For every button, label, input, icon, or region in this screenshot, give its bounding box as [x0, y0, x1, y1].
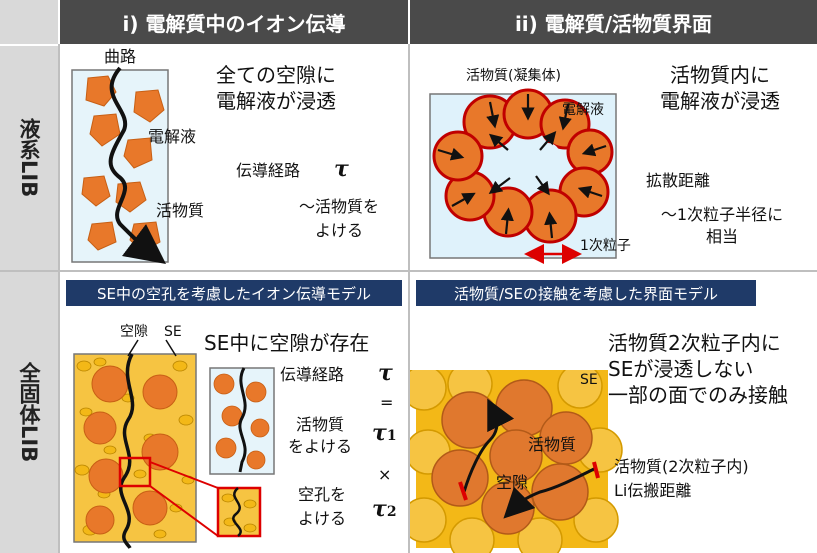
column-header-ion-conduction: i) 電解質中のイオン伝導: [60, 0, 408, 44]
avoid-active-line1: 活物質: [295, 415, 344, 434]
path-inset-diagram: [209, 367, 275, 475]
equals-sign: =: [380, 393, 394, 412]
liquid-headline-line1: 全ての空隙に: [216, 63, 336, 87]
grid-divider: [58, 44, 60, 553]
conduction-model-bar: SE中の空孔を考慮したイオン伝導モデル: [66, 280, 402, 306]
interface-headline-line2: 電解液が浸透: [660, 89, 780, 113]
active-material-label: 活物質: [156, 201, 205, 220]
liquid-electrolyte-box: [71, 66, 169, 265]
se-label: SE: [580, 372, 598, 388]
diffusion-distance-label: 拡散距離: [646, 171, 711, 190]
agglomerate-label: 活物質(凝集体): [466, 68, 561, 84]
avoid-active-line1: 〜活物質を: [298, 197, 379, 216]
avoid-active-line2: をよける: [287, 437, 352, 456]
se-label: SE: [164, 324, 182, 340]
solid-interface-headline-line2: SEが浸透しない: [608, 357, 754, 381]
void-label: 空隙: [120, 324, 148, 340]
column-header-interface: ii) 電解質/活物質界面: [410, 0, 817, 44]
tau2-symbol: τ2: [372, 496, 397, 522]
electrolyte-label: 電解液: [148, 127, 197, 146]
conduction-path-label: 伝導経路: [236, 161, 301, 180]
avoid-active-line2: よける: [314, 221, 363, 240]
void-label: 空隙: [496, 473, 529, 492]
avoid-void-line1: 空孔を: [297, 485, 346, 504]
solid-headline: SE中に空隙が存在: [204, 331, 370, 355]
corner-cell: [0, 0, 58, 44]
li-distance-line1: 活物質(2次粒子内): [614, 457, 749, 476]
primary-particle-label: 1次粒子: [580, 238, 631, 254]
tau-symbol: τ: [378, 360, 393, 386]
tau-symbol: τ: [334, 156, 349, 182]
li-distance-line2: Li伝搬距離: [614, 481, 692, 500]
liquid-headline-line2: 電解液が浸透: [216, 89, 336, 113]
times-sign: ×: [378, 465, 392, 484]
row-label-solid: 全固体LIB: [0, 272, 58, 553]
interface-diagram: [410, 370, 623, 553]
electrolyte-label: 電解液: [562, 102, 604, 118]
avoid-void-line2: よける: [297, 509, 346, 528]
tau1-symbol: τ1: [372, 420, 397, 446]
solid-interface-headline-line3: 一部の面でのみ接触: [608, 383, 788, 407]
zoom-inset-diagram: [216, 486, 262, 538]
radius-line2: 相当: [705, 227, 738, 246]
tortuosity-label: 曲路: [104, 47, 137, 66]
active-material-label: 活物質: [528, 435, 577, 454]
interface-model-bar: 活物質/SEの接触を考慮した界面モデル: [416, 280, 756, 306]
agglomerate-diagram: [429, 88, 617, 264]
solid-interface-headline-line1: 活物質2次粒子内に: [608, 331, 781, 355]
conduction-path-label: 伝導経路: [280, 365, 345, 384]
grid-divider: [408, 44, 410, 553]
radius-line1: 〜1次粒子半径に: [660, 205, 784, 224]
solid-composite-diagram: [73, 339, 219, 549]
interface-headline-line1: 活物質内に: [670, 63, 770, 87]
grid-divider: [0, 270, 817, 272]
row-label-liquid: 液系LIB: [0, 46, 58, 270]
